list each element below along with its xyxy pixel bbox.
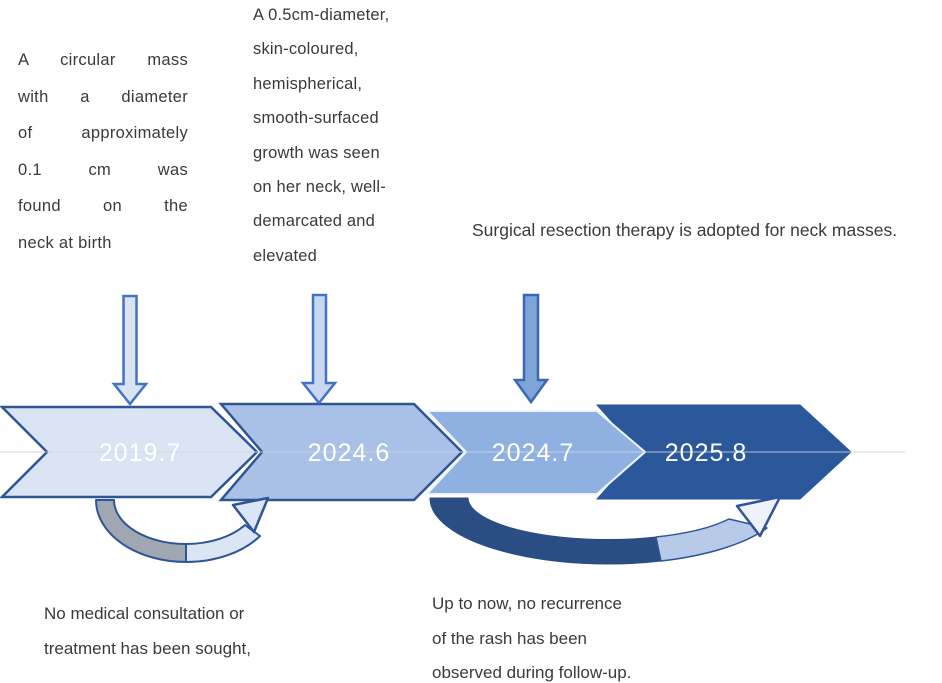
stage-date-label: 2024.7: [492, 439, 574, 467]
text-line: elevated: [253, 246, 317, 265]
curved-arrow-large-head-icon: [735, 495, 782, 538]
text-line: skin-coloured,: [253, 40, 359, 59]
text-line: hemispherical,: [253, 74, 363, 93]
text-line: with a diameter: [18, 87, 188, 106]
text-line: of the rash has been: [432, 628, 588, 648]
text-line: smooth-surfaced: [253, 109, 379, 128]
text-line: observed during follow-up.: [432, 663, 632, 682]
text-line: growth was seen: [253, 143, 380, 162]
text-line: found on the: [18, 197, 188, 216]
stage-date-label: 2025.8: [665, 439, 747, 467]
annotation-birth: A circular mass with a diameter of appro…: [18, 42, 188, 262]
text-line: Up to now, no recurrence: [432, 594, 622, 613]
curved-arrow-small-head-icon: [231, 496, 270, 534]
text-line: of approximately: [18, 124, 188, 143]
down-arrow-icon-3: [512, 293, 550, 405]
text-line: 0.1 cm was: [18, 160, 188, 179]
curved-arrow-small-band: [185, 524, 261, 564]
curved-arrow-large-tail: [429, 497, 662, 565]
down-arrow-icon-1: [111, 294, 149, 407]
annotation-followup: Up to now, no recurrence of the rash has…: [432, 587, 631, 683]
curved-arrow-large-band: [655, 518, 768, 562]
text-line: on her neck, well-: [253, 178, 386, 197]
text-line: Surgical resection therapy is adopted fo…: [472, 220, 898, 240]
stage-date-label: 2019.7: [99, 439, 181, 467]
text-line: neck at birth: [18, 233, 112, 252]
stage-date-label: 2024.6: [308, 439, 390, 467]
annotation-growth: A 0.5cm-diameter, skin-coloured, hemisph…: [253, 0, 431, 273]
curved-arrow-small-tail: [95, 499, 187, 563]
text-line: No medical consultation or: [44, 604, 245, 623]
text-line: treatment has been sought,: [44, 638, 251, 658]
text-line: A 0.5cm-diameter,: [253, 6, 390, 24]
text-line: demarcated and: [253, 212, 376, 231]
annotation-no-treatment: No medical consultation or treatment has…: [44, 597, 251, 666]
text-line: A circular mass: [18, 51, 188, 69]
down-arrow-icon-2: [300, 293, 338, 406]
annotation-surgery: Surgical resection therapy is adopted fo…: [472, 220, 897, 241]
